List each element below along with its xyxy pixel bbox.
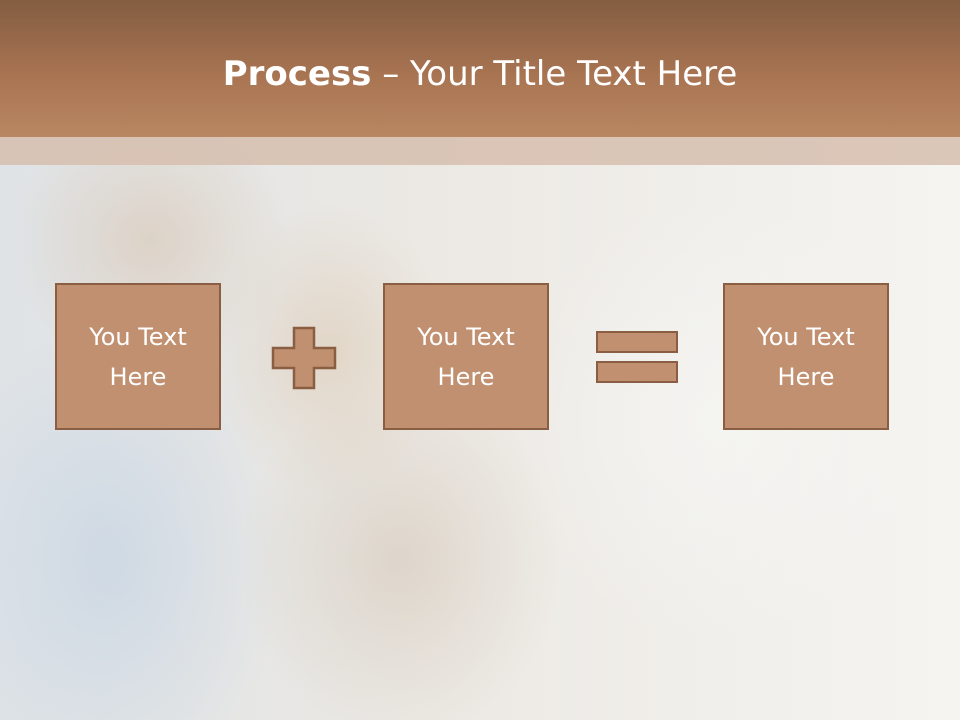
process-step-text: You Text Here <box>757 322 855 391</box>
slide-title-bold: Process <box>222 54 372 94</box>
equals-bar-bottom <box>596 361 678 383</box>
slide-title: Process – Your Title Text Here <box>0 50 960 98</box>
slide-title-rest: – Your Title Text Here <box>371 54 738 94</box>
plus-icon <box>271 326 337 390</box>
process-step-box-2[interactable]: You Text Here <box>383 283 549 430</box>
title-bar <box>0 0 960 137</box>
process-step-box-3[interactable]: You Text Here <box>723 283 889 430</box>
process-step-text: You Text Here <box>417 322 515 391</box>
equals-icon <box>596 330 678 384</box>
equals-bar-top <box>596 331 678 353</box>
process-step-text: You Text Here <box>89 322 187 391</box>
title-band <box>0 137 960 165</box>
process-step-box-1[interactable]: You Text Here <box>55 283 221 430</box>
